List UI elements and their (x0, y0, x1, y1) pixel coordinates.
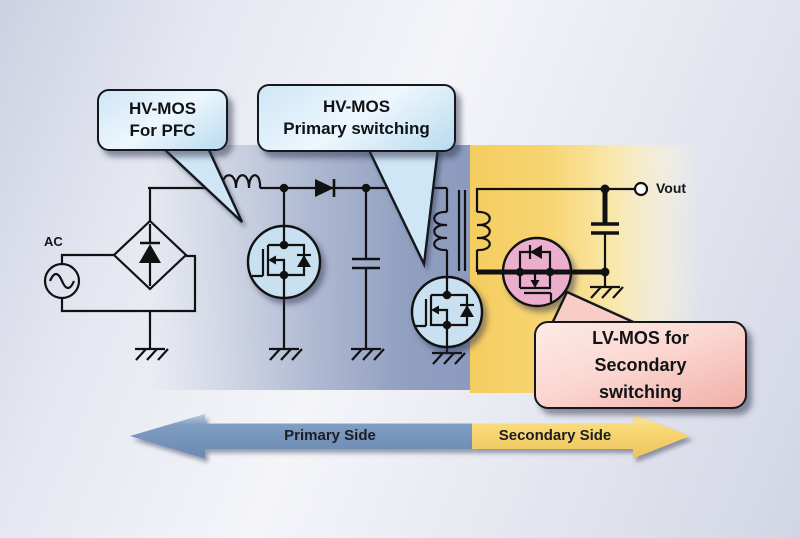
output-capacitor-symbol (591, 190, 619, 235)
junction-dot (600, 184, 610, 194)
pfc-inductor-symbol (220, 174, 262, 189)
primary-side-label: Primary Side (284, 427, 376, 444)
callout-text: Primary switching (283, 119, 430, 138)
hv-mos-pfc-transistor (246, 224, 322, 300)
callout-text: HV-MOS (322, 97, 391, 116)
bulk-capacitor-symbol (352, 257, 380, 270)
callout-text: switching (598, 381, 682, 402)
ac-source-symbol (43, 262, 81, 300)
boost-diode-symbol (315, 179, 336, 197)
callout-text: Secondary (594, 354, 687, 375)
junction-dot (279, 183, 289, 193)
junction-dot (361, 183, 371, 193)
vout-label: Vout (656, 180, 687, 196)
junction-dot (600, 267, 610, 277)
transformer-symbol (433, 190, 491, 271)
ac-label: AC (44, 234, 63, 249)
vout-terminal (633, 181, 649, 197)
callout-text: HV-MOS (128, 99, 197, 118)
callout-hv-mos-primary: HV-MOS Primary switching (257, 84, 456, 152)
callout-text: For PFC (129, 121, 196, 140)
lv-mos-secondary-transistor (477, 236, 605, 308)
secondary-side-label: Secondary Side (498, 427, 612, 444)
hv-mos-primary-transistor (410, 275, 484, 349)
callout-lv-mos-secondary: LV-MOS for Secondary switching (534, 321, 747, 409)
callout-hv-mos-pfc: HV-MOS For PFC (97, 89, 228, 151)
circuit-wires (60, 186, 635, 353)
bridge-rectifier-symbol (112, 219, 188, 291)
secondary-side-arrow (472, 414, 690, 459)
callout-text: LV-MOS for (592, 327, 689, 348)
primary-side-arrow (130, 414, 472, 459)
